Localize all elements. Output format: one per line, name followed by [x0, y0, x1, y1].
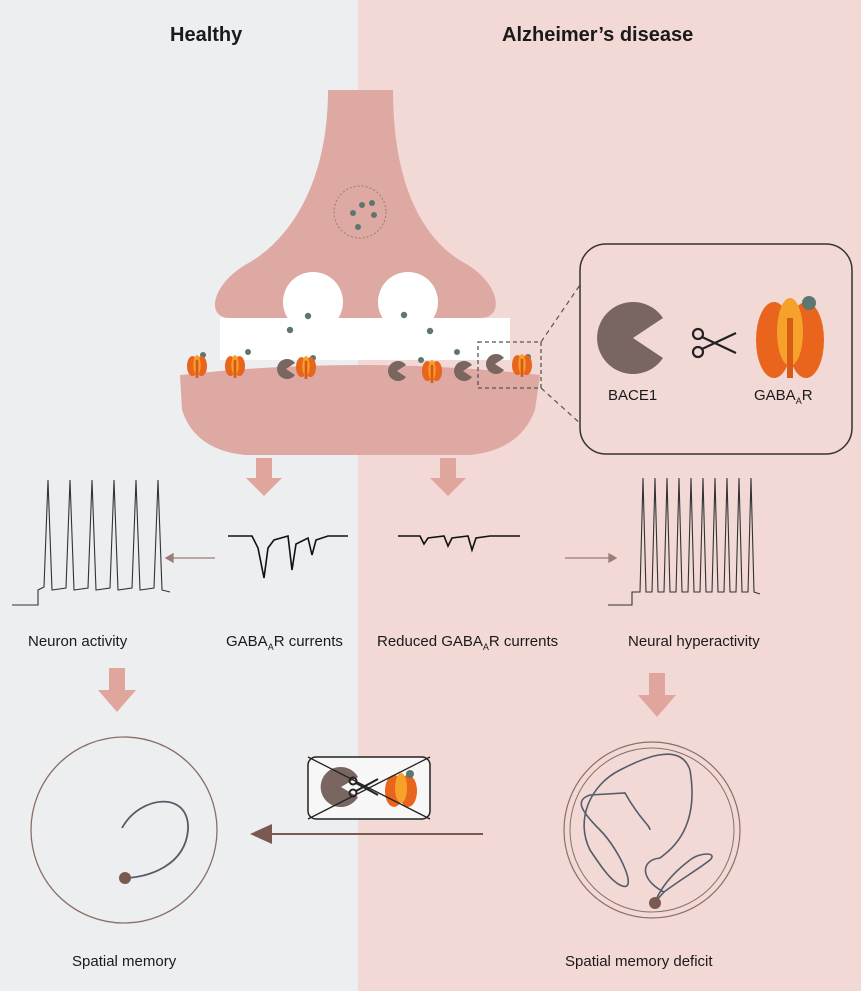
bace1-enzyme-icon: [597, 302, 663, 374]
currents-label-main: GABA: [226, 633, 268, 650]
gabaa-receptor-icon: [756, 296, 824, 378]
gabaa-receptor-icon: [422, 360, 442, 383]
currents-label-subscript: A: [267, 642, 274, 652]
synaptic-vesicle-right: [378, 272, 438, 332]
reduced-label-subscript: A: [482, 642, 489, 652]
water-maze-healthy: [30, 736, 218, 924]
gabaa-receptor-icon: [187, 355, 207, 378]
neuron-activity-label: Neuron activity: [28, 633, 128, 650]
released-ions: [200, 311, 531, 363]
reduced-currents-label: Reduced GABAAR currents: [377, 633, 558, 652]
swim-path-healthy: [121, 800, 189, 879]
down-arrows-synapse: [246, 458, 466, 496]
spatial-memory-label: Spatial memory: [72, 953, 177, 970]
bace1-label: BACE1: [608, 387, 658, 404]
reduced-currents-trace: [398, 535, 520, 553]
synaptic-cleft: [220, 318, 510, 360]
ion-dot-icon: [350, 200, 377, 230]
ad-panel-background: [358, 0, 861, 991]
gabaar-label-main: GABA: [754, 387, 796, 404]
zoom-guide-top: [540, 281, 583, 343]
hyperactivity-label: Neural hyperactivity: [628, 633, 760, 650]
zoom-selection-box: [477, 341, 542, 389]
gabaar-currents-trace: [228, 534, 348, 579]
blocked-cleavage-icon: [307, 756, 431, 820]
start-point: [119, 872, 131, 884]
down-arrows-memory: [98, 668, 676, 717]
neural-hyperactivity-trace: [608, 477, 761, 606]
swim-path-ad: [580, 753, 713, 903]
synaptic-vesicle-left: [283, 272, 343, 332]
reduced-label-suffix: R currents: [488, 633, 559, 650]
ad-header: Alzheimer’s disease: [502, 24, 694, 46]
zoom-callout-box: [579, 243, 853, 455]
scissors-icon: [691, 327, 737, 359]
healthy-header: Healthy: [170, 24, 243, 46]
gabaar-label-suffix: R: [801, 387, 813, 404]
gabaar-currents-label: GABAAR currents: [226, 633, 343, 652]
water-maze-ad-inner: [569, 747, 735, 913]
gabaar-label-subscript: A: [795, 396, 802, 406]
gabaa-receptor-icon: [512, 354, 532, 377]
vesicle-pool: [333, 185, 387, 239]
healthy-panel-background: [0, 0, 358, 991]
zoom-guide-bottom: [540, 387, 583, 426]
start-point: [649, 897, 661, 909]
gabaar-label: GABAAR: [754, 387, 813, 406]
neuron-activity-trace: [12, 479, 171, 606]
currents-label-suffix: R currents: [273, 633, 343, 650]
gabaa-receptor-icon: [296, 356, 316, 379]
reduced-label-main: Reduced GABA: [377, 633, 483, 650]
water-maze-ad-outer: [563, 741, 741, 919]
postsynaptic-membrane: [180, 365, 540, 455]
rescue-arrow-head: [250, 824, 272, 844]
gabaa-receptor-icon: [225, 355, 245, 378]
side-arrows: [164, 552, 618, 564]
spatial-memory-deficit-label: Spatial memory deficit: [565, 953, 713, 970]
presynaptic-terminal: [214, 90, 496, 318]
